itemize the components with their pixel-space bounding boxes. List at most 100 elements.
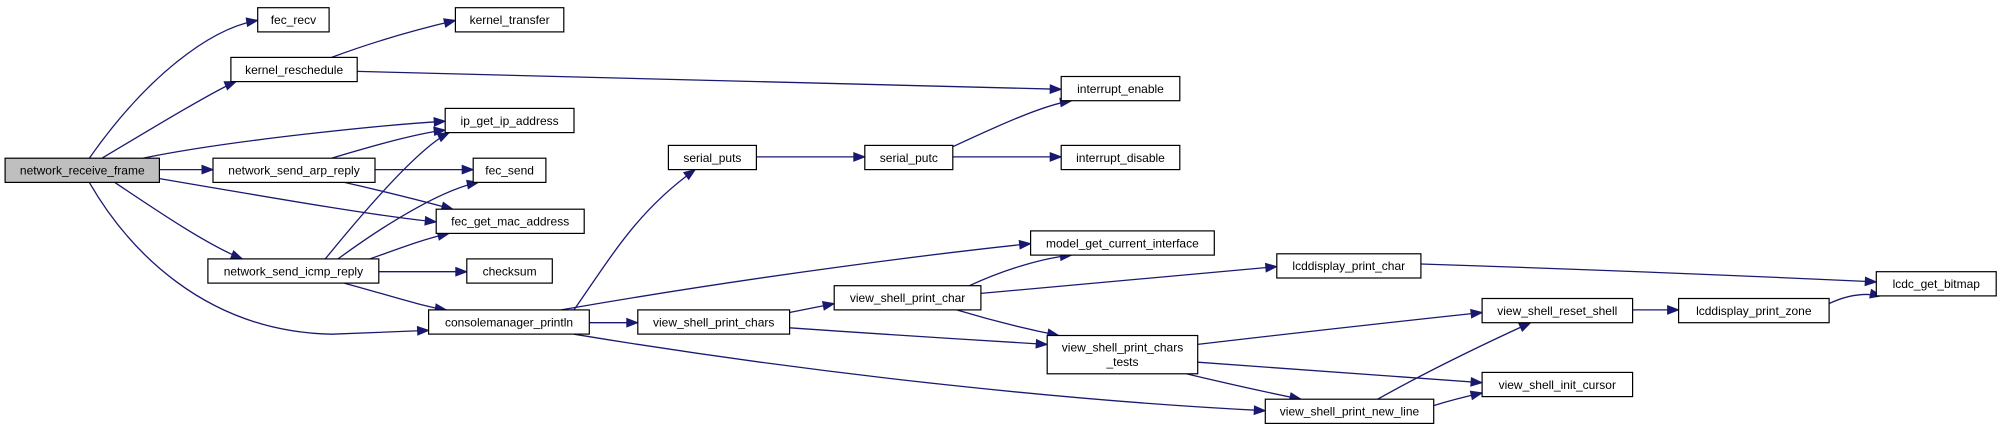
node-label: view_shell_print_char xyxy=(850,291,965,305)
edge-view_shell_print_new_line-to-view_shell_init_cursor xyxy=(1433,390,1484,407)
node-checksum[interactable]: checksum xyxy=(466,258,553,284)
edge-network_send_icmp_reply-to-checksum xyxy=(378,266,469,277)
edge-line xyxy=(159,177,437,223)
node-box xyxy=(212,157,376,183)
edge-consolemanager_println-to-view_shell_print_new_line xyxy=(573,333,1267,416)
node-box xyxy=(1046,334,1199,375)
node-box xyxy=(207,258,380,284)
node-label: view_shell_print_chars xyxy=(1062,341,1183,355)
node-label: view_shell_init_cursor xyxy=(1499,378,1616,392)
node-box xyxy=(667,144,758,171)
arrowhead xyxy=(416,325,431,336)
node-serial-putc[interactable]: serial_putc xyxy=(864,144,954,171)
node-box xyxy=(1029,230,1215,256)
edge-network_send_arp_reply-to-fec_send xyxy=(375,164,475,175)
node-label: network_send_icmp_reply xyxy=(224,264,363,278)
node-label: network_send_arp_reply xyxy=(228,164,359,178)
arrowhead xyxy=(245,17,260,28)
node-kernel-transfer[interactable]: kernel_transfer xyxy=(454,7,565,33)
node-view-shell-print-chars[interactable]: view_shell_print_chars xyxy=(637,309,791,335)
edge-serial_puts-to-serial_putc xyxy=(756,151,867,162)
edge-line xyxy=(344,282,447,311)
nodes-layer: network_receive_frame fec_recv kernel_resc… xyxy=(4,7,1997,425)
arrowhead xyxy=(436,132,451,143)
arrowhead xyxy=(223,81,238,91)
edge-consolemanager_println-to-serial_puts xyxy=(573,168,697,311)
arrowhead xyxy=(853,151,867,162)
node-box xyxy=(1060,75,1181,102)
node-box xyxy=(637,309,791,335)
node-consolemanager-println[interactable]: consolemanager_println xyxy=(428,309,590,335)
node-label: network_receive_frame xyxy=(20,164,145,178)
node-lcddisplay-print-char[interactable]: lcddisplay_print_char xyxy=(1276,253,1422,279)
node-lcddisplay-print-zone[interactable]: lcddisplay_print_zone xyxy=(1677,297,1830,324)
edge-line xyxy=(573,169,696,311)
node-fec-recv[interactable]: fec_recv xyxy=(257,7,330,33)
edge-serial_putc-to-interrupt_disable xyxy=(952,151,1063,162)
edge-kernel_reschedule-to-interrupt_enable xyxy=(357,70,1063,95)
node-label: consolemanager_println xyxy=(445,315,573,329)
edge-lcddisplay_print_zone-to-lcdc_get_bitmap xyxy=(1828,288,1883,305)
node-view-shell-print-char[interactable]: view_shell_print_char xyxy=(833,285,982,311)
arrowhead xyxy=(1470,308,1484,319)
node-view-shell-print-new-line[interactable]: view_shell_print_new_line xyxy=(1264,398,1435,425)
node-fec-send[interactable]: fec_send xyxy=(472,157,547,183)
arrowhead xyxy=(424,215,438,226)
edge-line xyxy=(369,232,450,260)
arrowhead xyxy=(455,266,469,277)
edge-view_shell_print_chars_tests-to-view_shell_reset_shell xyxy=(1197,308,1484,346)
edge-view_shell_reset_shell-to-lcddisplay_print_zone xyxy=(1632,304,1681,315)
edge-line xyxy=(573,333,1266,412)
node-serial-puts[interactable]: serial_puts xyxy=(667,144,758,171)
edge-view_shell_print_chars_tests-to-view_shell_init_cursor xyxy=(1197,361,1484,387)
node-label: ip_get_ip_address xyxy=(461,114,559,128)
node-box xyxy=(435,208,585,234)
edge-line xyxy=(1377,322,1531,400)
arrowhead xyxy=(229,250,244,260)
edges-layer xyxy=(88,17,1883,416)
node-box xyxy=(444,107,575,134)
node-network-send-arp-reply[interactable]: network_send_arp_reply xyxy=(212,157,376,183)
node-box xyxy=(1875,271,1997,297)
edge-network_send_icmp_reply-to-consolemanager_println xyxy=(344,282,448,314)
node-label: serial_puts xyxy=(683,151,741,165)
edge-line xyxy=(101,80,237,159)
edge-network_receive_frame-to-network_send_icmp_reply xyxy=(114,181,244,260)
node-box xyxy=(833,285,982,311)
node-ip-get-ip-address[interactable]: ip_get_ip_address xyxy=(444,107,575,134)
node-kernel-reschedule[interactable]: kernel_reschedule xyxy=(230,56,358,83)
node-network-receive-frame[interactable]: network_receive_frame xyxy=(4,157,161,183)
node-network-send-icmp-reply[interactable]: network_send_icmp_reply xyxy=(207,258,380,284)
node-box xyxy=(1060,144,1181,171)
node-view-shell-print-chars-tests[interactable]: view_shell_print_chars_tests xyxy=(1046,334,1199,375)
edge-network_send_arp_reply-to-ip_get_ip_address xyxy=(331,126,447,159)
node-interrupt-disable[interactable]: interrupt_disable xyxy=(1060,144,1181,171)
node-box xyxy=(864,144,954,171)
node-fec-get-mac-address[interactable]: fec_get_mac_address xyxy=(435,208,585,234)
edge-view_shell_print_char-to-model_get_current_interface xyxy=(969,251,1073,287)
node-label: view_shell_print_chars xyxy=(653,315,774,329)
edge-line xyxy=(969,254,1072,287)
edge-line xyxy=(142,120,446,159)
edge-network_receive_frame-to-kernel_reschedule xyxy=(101,80,238,159)
arrowhead xyxy=(1667,304,1681,315)
arrowhead xyxy=(1518,322,1532,332)
edge-line xyxy=(324,132,450,260)
node-box xyxy=(1264,398,1435,425)
node-label: model_get_current_interface xyxy=(1046,236,1199,250)
arrowhead xyxy=(821,300,836,311)
node-lcdc-get-bitmap[interactable]: lcdc_get_bitmap xyxy=(1875,271,1997,297)
node-label: kernel_reschedule xyxy=(245,63,343,77)
node-model-get-current-interface[interactable]: model_get_current_interface xyxy=(1029,230,1215,256)
arrowhead xyxy=(1018,239,1033,250)
arrowhead xyxy=(1253,405,1267,416)
node-interrupt-enable[interactable]: interrupt_enable xyxy=(1060,75,1181,102)
node-view-shell-init-cursor[interactable]: view_shell_init_cursor xyxy=(1481,371,1634,398)
node-label: fec_recv xyxy=(271,13,316,27)
edge-network_receive_frame-to-ip_get_ip_address xyxy=(142,117,447,159)
node-label: lcdc_get_bitmap xyxy=(1893,277,1981,291)
edge-network_send_icmp_reply-to-fec_get_mac_address xyxy=(369,231,451,260)
node-view-shell-reset-shell[interactable]: view_shell_reset_shell xyxy=(1481,297,1634,324)
node-label: checksum xyxy=(483,264,537,278)
